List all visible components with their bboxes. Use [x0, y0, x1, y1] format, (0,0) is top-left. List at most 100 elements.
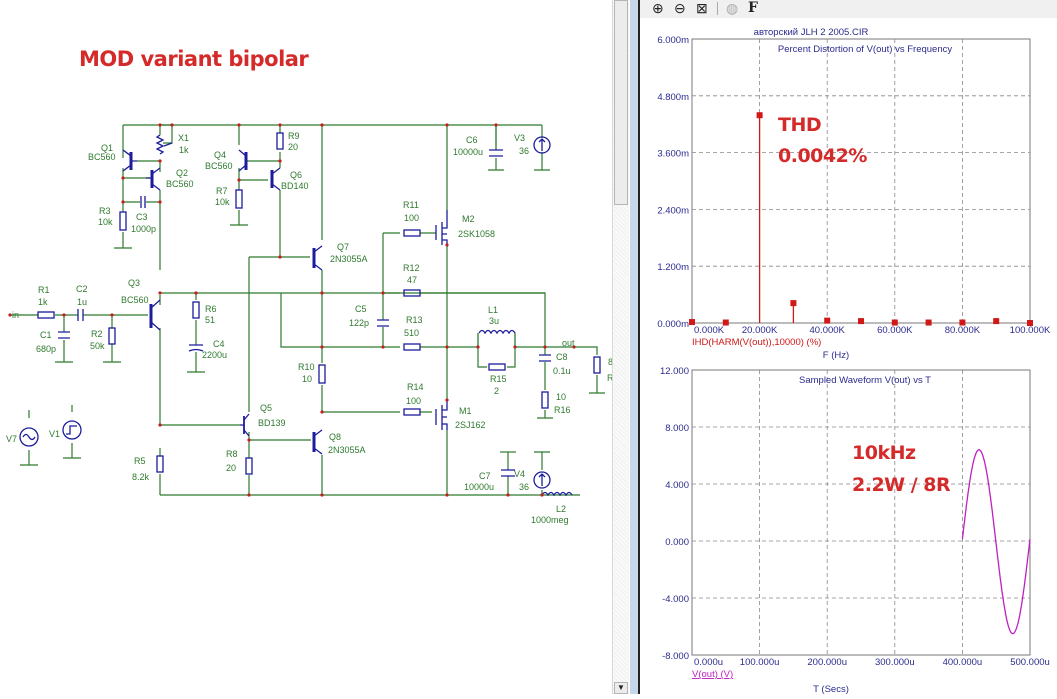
resistor-R16: [541, 391, 549, 409]
x-tick-label: 60.000K: [877, 325, 913, 336]
voltage-source-V1: [62, 420, 82, 440]
scrollbar-thumb[interactable]: [614, 0, 628, 205]
transistor-Q2: [146, 167, 161, 191]
harmonic-marker: [824, 317, 831, 324]
zoom-in-icon[interactable]: ⊕: [652, 0, 664, 16]
resistor-R14: [403, 408, 421, 416]
harmonic-marker: [959, 319, 966, 326]
x-tick-label: 80.000K: [945, 325, 981, 336]
label-V1: V1: [49, 429, 60, 439]
label-C4: C4: [213, 339, 225, 349]
annotation-thd-value: 0.0042%: [778, 145, 867, 167]
value-Q8: 2N3055A: [328, 445, 366, 455]
resistor-R6: [192, 301, 200, 319]
transistor-Q8: [312, 429, 323, 455]
label-X1: X1: [178, 133, 189, 143]
plot-toolbar: ⊕ ⊖ ⊠ ◍ F: [640, 0, 1057, 18]
label-R10: R10: [298, 362, 315, 372]
value-X1: 1k: [179, 145, 189, 155]
resistor-R13: [403, 343, 421, 351]
label-R11: R11: [403, 200, 419, 210]
label-C2: C2: [76, 284, 88, 294]
zoom-out-icon[interactable]: ⊖: [674, 0, 686, 16]
y-tick-label: 2.400m: [657, 205, 689, 216]
label-Q7: Q7: [337, 242, 349, 252]
resistor-R12: [403, 289, 421, 297]
pane-splitter[interactable]: [630, 0, 640, 694]
value-Q6: BD140: [281, 181, 309, 191]
plot-frame: [691, 38, 1031, 324]
transistor-Q5: [240, 413, 250, 437]
label-out: out: [562, 338, 575, 348]
font-icon[interactable]: F: [748, 0, 758, 16]
y-tick-label: 3.600m: [657, 149, 689, 160]
y-tick-label: -4.000: [662, 594, 689, 605]
label-C3: C3: [136, 212, 148, 222]
capacitor-C8: [539, 354, 551, 362]
label-L2: L2: [556, 504, 566, 514]
waveform-trace: [961, 449, 1031, 635]
zoom-fit-icon[interactable]: ⊠: [696, 0, 708, 16]
label-L1: L1: [488, 305, 498, 315]
value-R14: 100: [406, 396, 421, 406]
harmonic-marker: [925, 319, 932, 326]
value-R1: 1k: [38, 297, 48, 307]
resistor-R15: [488, 363, 506, 371]
harmonic-marker: [790, 300, 797, 307]
resistor-R11: [403, 229, 421, 237]
label-M1: M1: [459, 406, 472, 416]
transistor-Q6: [270, 167, 281, 191]
value-R10: 10: [302, 374, 312, 384]
label-Q4: Q4: [214, 150, 226, 160]
label-C5: C5: [355, 304, 367, 314]
x-tick-label: 100.000u: [740, 657, 780, 668]
capacitor-C6: [489, 149, 503, 157]
label-Q5: Q5: [260, 403, 272, 413]
mosfet-M2: [435, 210, 448, 245]
resistor-R1: [37, 311, 55, 319]
harmonic-marker: [891, 319, 898, 326]
label-Q6: Q6: [290, 170, 302, 180]
label-Q3: Q3: [128, 278, 140, 288]
resistor-RL: [593, 356, 601, 374]
value-R2: 50k: [90, 341, 105, 351]
label-V4: V4: [514, 469, 525, 479]
transistor-Q4: [238, 149, 248, 172]
value-Q7: 2N3055A: [330, 254, 368, 264]
resistor-R2: [108, 327, 116, 345]
resistor-R8: [245, 457, 253, 475]
resistor-R9: [276, 132, 284, 150]
y-tick-label: 6.000m: [657, 35, 689, 46]
toolbar-separator: [717, 2, 718, 15]
y-tick-label: 4.800m: [657, 92, 689, 103]
schematic-canvas[interactable]: MOD variant bipolar: [0, 0, 614, 694]
ball-icon[interactable]: ◍: [726, 0, 739, 16]
value-R6: 51: [205, 315, 215, 325]
value-M1: 2SJ162: [455, 420, 486, 430]
annotation-frequency: 10kHz: [852, 442, 916, 464]
label-R14: R14: [407, 382, 424, 392]
chart-title: Percent Distortion of V(out) vs Frequenc…: [778, 44, 952, 55]
voltage-source-V4: [533, 471, 551, 489]
y-tick-label: 4.000: [665, 480, 689, 491]
capacitor-C1: [58, 331, 70, 339]
capacitor-C2: [77, 309, 84, 321]
transistor-Q3: [149, 299, 161, 331]
resistor-R3: [119, 211, 127, 231]
harmonic-marker: [689, 319, 695, 326]
label-R3: R3: [99, 206, 111, 216]
scroll-down-button[interactable]: ▼: [614, 682, 628, 694]
harmonic-marker: [756, 112, 763, 119]
potentiometer-X1: [155, 134, 165, 155]
plot-file-title: авторский JLH 2 2005.CIR: [754, 27, 869, 38]
x-axis-label: T (Secs): [813, 684, 849, 694]
inductor-L1: [478, 329, 516, 335]
inductor-L2: [541, 491, 573, 497]
value-R7: 10k: [215, 197, 230, 207]
label-R12: R12: [403, 263, 420, 273]
wires: [10, 124, 605, 496]
y-tick-label: 1.200m: [657, 262, 689, 273]
